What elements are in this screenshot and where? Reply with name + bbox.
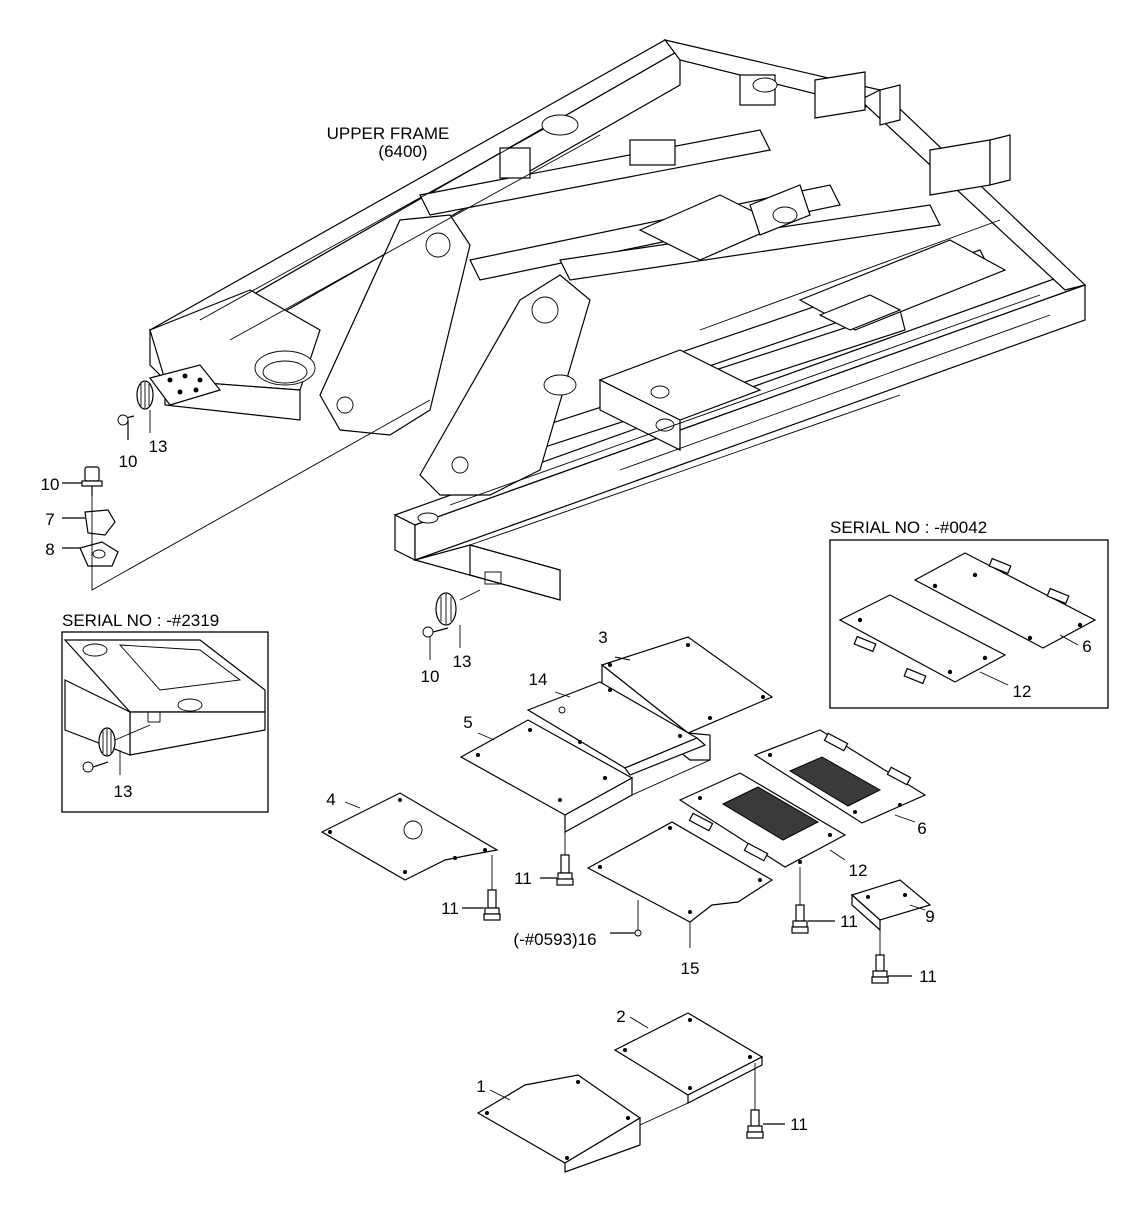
step-holes xyxy=(167,373,203,395)
floor-plates xyxy=(320,636,932,1173)
bolt-11-b xyxy=(540,854,574,886)
callout-11-d: 11 xyxy=(919,967,937,986)
center-cover-group xyxy=(422,589,481,660)
bolt-11-d xyxy=(871,954,912,984)
callout-2: 2 xyxy=(616,1007,625,1026)
callout-7: 7 xyxy=(45,510,54,529)
callout-5: 5 xyxy=(463,713,472,732)
callout-14: 14 xyxy=(529,670,548,689)
left-fastener-group xyxy=(62,380,431,591)
serial-label-right: SERIAL NO : -#0042 xyxy=(830,518,987,537)
callout-1: 1 xyxy=(476,1077,485,1096)
callout-4: 4 xyxy=(326,790,335,809)
serial-inset-left xyxy=(61,631,269,813)
callout-8: 8 xyxy=(45,540,54,559)
callout-13-inset: 13 xyxy=(114,782,133,801)
upper-frame-label: UPPER FRAME xyxy=(327,124,450,143)
callout-12-inset: 12 xyxy=(1013,682,1032,701)
callout-12-floor: 12 xyxy=(849,861,868,880)
callout-11-e: 11 xyxy=(790,1115,808,1134)
callout-16-serial: (-#0593)16 xyxy=(513,930,596,949)
upper-frame-code: (6400) xyxy=(378,142,427,161)
bolts-11 xyxy=(462,854,912,1139)
bolt-11-c xyxy=(791,904,835,934)
callout-6-inset: 6 xyxy=(1082,637,1091,656)
callout-9: 9 xyxy=(925,907,934,926)
upper-frame-drawing xyxy=(148,39,1087,601)
callout-13-center: 13 xyxy=(453,652,472,671)
callout-15: 15 xyxy=(681,959,700,978)
bolt-11-a xyxy=(462,889,501,921)
callout-10-left: 10 xyxy=(119,452,138,471)
serial-label-left: SERIAL NO : -#2319 xyxy=(62,611,219,630)
callout-11-b: 11 xyxy=(514,869,532,888)
bolt-11-e xyxy=(746,1109,785,1139)
callout-3: 3 xyxy=(598,628,607,647)
callout-11-c: 11 xyxy=(840,912,858,931)
callout-10-center: 10 xyxy=(421,667,440,686)
serial-inset-right xyxy=(829,539,1109,709)
callout-11-a: 11 xyxy=(441,899,459,918)
callout-13-left: 13 xyxy=(149,437,168,456)
callout-10-upper: 10 xyxy=(41,475,60,494)
callout-6-floor: 6 xyxy=(917,819,926,838)
